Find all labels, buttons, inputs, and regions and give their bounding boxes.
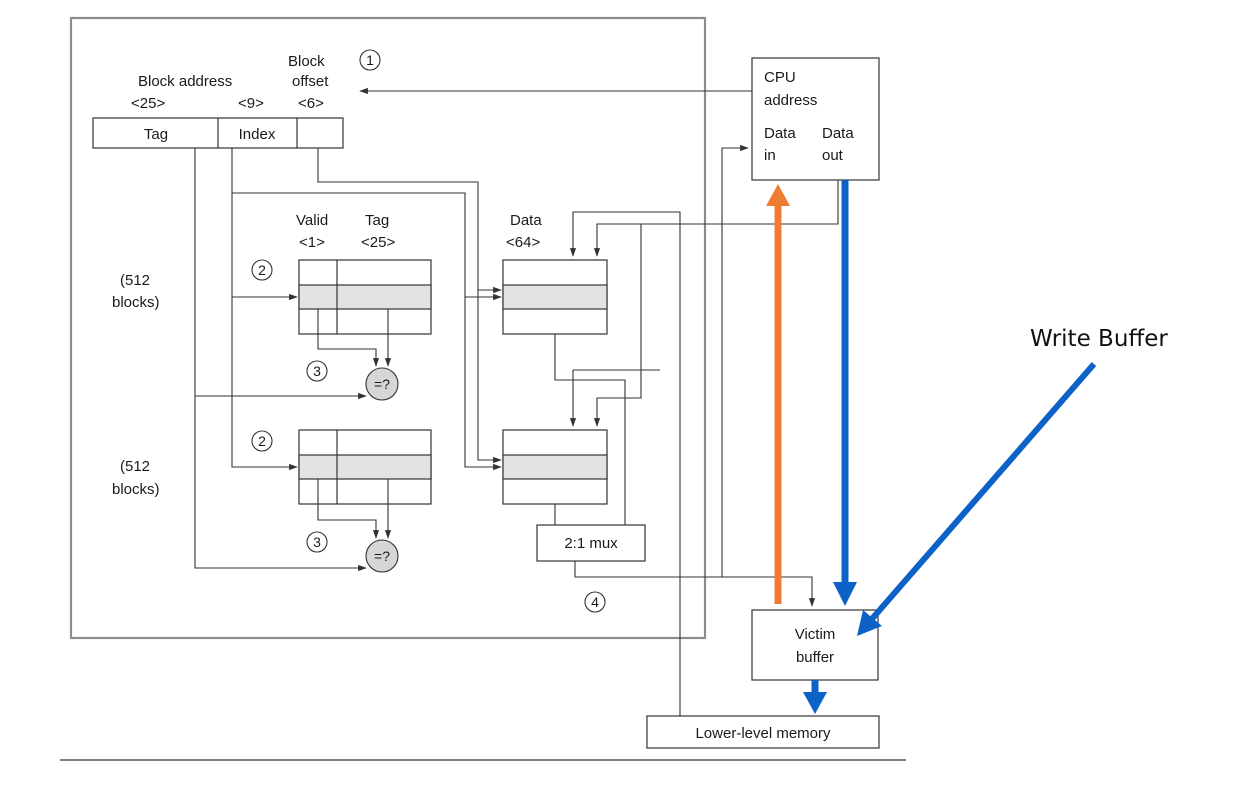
svg-text:blocks): blocks) — [112, 294, 160, 311]
svg-text:3: 3 — [313, 534, 321, 550]
data-array-upper — [502, 259, 608, 335]
svg-text:in: in — [764, 147, 776, 164]
comparator-upper: =? — [365, 367, 399, 401]
offset-width-label: <6> — [298, 95, 324, 112]
step-4-marker: 4 — [584, 591, 606, 613]
tag-array-upper — [298, 259, 432, 335]
valid-label: Valid — [296, 212, 328, 229]
data-out-label: Data — [822, 125, 854, 142]
offset-label: offset — [292, 73, 329, 90]
blue-arrow-data-out — [833, 180, 857, 606]
comparator-lower: =? — [365, 539, 399, 573]
valid-width: <1> — [299, 234, 325, 251]
svg-text:2: 2 — [258, 262, 266, 278]
tag-array-lower — [298, 429, 432, 505]
tag-field: Tag — [144, 126, 168, 143]
step-3-upper-marker: 3 — [306, 360, 328, 382]
tag-label: Tag — [365, 212, 389, 229]
victim-buffer-box: Victim buffer — [751, 609, 879, 681]
address-fields: Tag Index — [92, 117, 344, 149]
block-address-label: Block address — [138, 73, 232, 90]
svg-text:buffer: buffer — [796, 649, 834, 666]
svg-text:3: 3 — [313, 363, 321, 379]
index-width-label: <9> — [238, 95, 264, 112]
svg-text:4: 4 — [591, 594, 599, 610]
wires — [194, 144, 839, 716]
mux-box: 2:1 mux — [536, 524, 646, 562]
svg-text:Victim: Victim — [795, 626, 836, 643]
index-field: Index — [239, 126, 276, 143]
svg-text:CPU: CPU — [764, 69, 796, 86]
svg-text:out: out — [822, 147, 844, 164]
svg-text:=?: =? — [374, 548, 390, 564]
svg-text:2: 2 — [258, 433, 266, 449]
orange-arrow — [766, 184, 790, 604]
cache-frame — [69, 16, 707, 640]
svg-text:blocks): blocks) — [112, 481, 160, 498]
data-in-label: Data — [764, 125, 796, 142]
svg-text:address: address — [764, 92, 817, 109]
tag-width-label: <25> — [131, 95, 165, 112]
block-label: Block — [288, 53, 325, 70]
write-buffer-annotation: Write Buffer — [1030, 326, 1168, 352]
tag-width: <25> — [361, 234, 395, 251]
blue-arrow-to-memory — [803, 680, 827, 714]
svg-text:1: 1 — [366, 52, 374, 68]
data-width: <64> — [506, 234, 540, 251]
cpu-address-box: CPU address Data in Data out — [751, 57, 880, 181]
svg-text:Lower-level memory: Lower-level memory — [695, 725, 831, 742]
lower-level-memory-box: Lower-level memory — [646, 715, 880, 749]
step-2-lower-marker: 2 — [251, 430, 273, 452]
blue-arrow-annotation — [857, 362, 1097, 636]
step-3-lower-marker: 3 — [306, 531, 328, 553]
step-1-marker: 1 — [359, 49, 381, 71]
svg-text:2:1 mux: 2:1 mux — [564, 535, 618, 552]
svg-text:=?: =? — [374, 376, 390, 392]
data-array-lower — [502, 429, 608, 505]
step-2-upper-marker: 2 — [251, 259, 273, 281]
upper-block-count: (512 — [120, 272, 150, 289]
lower-block-count: (512 — [120, 458, 150, 475]
data-label: Data — [510, 212, 542, 229]
